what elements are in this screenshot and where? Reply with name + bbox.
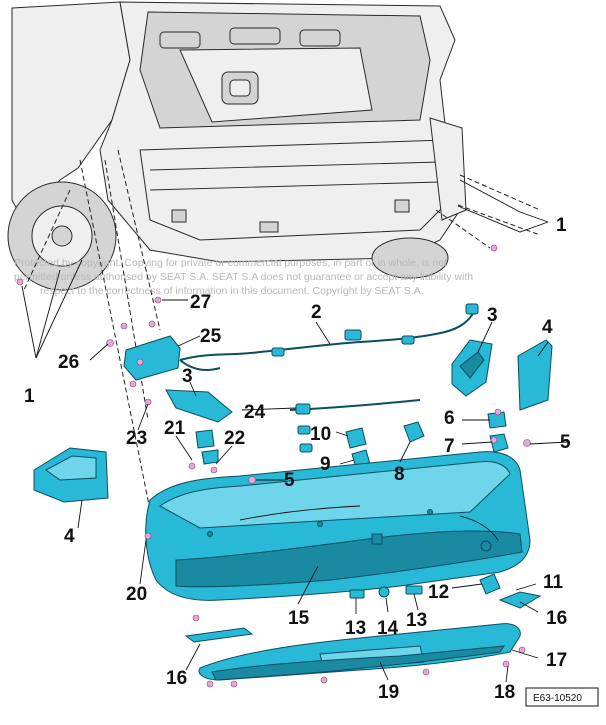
callout-27: 27 <box>190 292 211 313</box>
figure-code-box: E63-10520 <box>525 687 599 707</box>
callout-4-left: 4 <box>64 526 75 547</box>
callout-16-left: 16 <box>166 668 187 689</box>
trim-strip-16-left <box>184 627 254 643</box>
leader-lines <box>21 179 569 683</box>
callout-2: 2 <box>311 302 322 323</box>
callout-20: 20 <box>126 584 147 605</box>
callout-22: 22 <box>224 428 245 449</box>
sensor-holder-small <box>297 425 311 435</box>
callout-8: 8 <box>394 464 405 485</box>
callout-1-left: 1 <box>24 386 35 407</box>
callout-16-right: 16 <box>546 608 567 629</box>
sensor-10 <box>345 427 367 449</box>
copyright-line-3: respect to the correctness of informatio… <box>40 285 424 297</box>
bracket-21 <box>195 429 215 449</box>
callout-5-right: 5 <box>560 432 571 453</box>
sensor-12 <box>479 573 501 595</box>
callout-15: 15 <box>288 608 310 629</box>
callout-11: 11 <box>543 572 564 593</box>
callout-24: 24 <box>244 402 266 423</box>
callout-26: 26 <box>58 352 79 373</box>
callout-14: 14 <box>377 618 399 639</box>
callout-10: 10 <box>310 424 331 445</box>
callout-13-left: 13 <box>345 618 366 639</box>
sensor-holder-8 <box>403 421 425 443</box>
callout-12: 12 <box>428 582 449 603</box>
copyright-line-2: permitted unless authorised by SEAT S.A.… <box>14 271 473 283</box>
callout-3-left: 3 <box>182 366 193 387</box>
trim-right-4 <box>517 339 553 411</box>
clips <box>16 244 531 688</box>
figure-code: E63-10520 <box>533 693 582 704</box>
callout-numbers: 1 1 2 3 3 4 4 5 5 6 7 8 9 10 11 12 13 13… <box>24 215 571 703</box>
bumper-cover-15 <box>145 451 531 601</box>
callout-5-center: 5 <box>284 470 295 491</box>
bracket-13-left <box>349 589 365 599</box>
callout-19: 19 <box>378 682 399 703</box>
wiring-harness-2 <box>179 303 479 371</box>
callout-1-right: 1 <box>556 215 567 236</box>
trim-strip-16-right <box>498 591 542 609</box>
callout-25: 25 <box>200 326 222 347</box>
callout-21: 21 <box>164 418 186 439</box>
clip-14 <box>378 586 390 598</box>
vehicle-rear-body <box>7 1 467 291</box>
bracket-13-right <box>405 585 423 595</box>
callout-7: 7 <box>444 436 455 457</box>
callout-6: 6 <box>444 408 455 429</box>
callout-3-right: 3 <box>487 305 498 326</box>
wiring-24 <box>289 399 421 415</box>
callout-4-right: 4 <box>542 317 553 338</box>
callout-17: 17 <box>546 650 567 671</box>
callout-13-right: 13 <box>406 610 427 631</box>
callout-18: 18 <box>494 682 515 703</box>
callout-9: 9 <box>320 454 331 475</box>
guide-left-3 <box>165 389 233 423</box>
bracket-25 <box>123 335 181 381</box>
diffuser-19 <box>198 623 521 681</box>
callout-23: 23 <box>126 428 147 449</box>
bracket-22 <box>201 449 219 465</box>
